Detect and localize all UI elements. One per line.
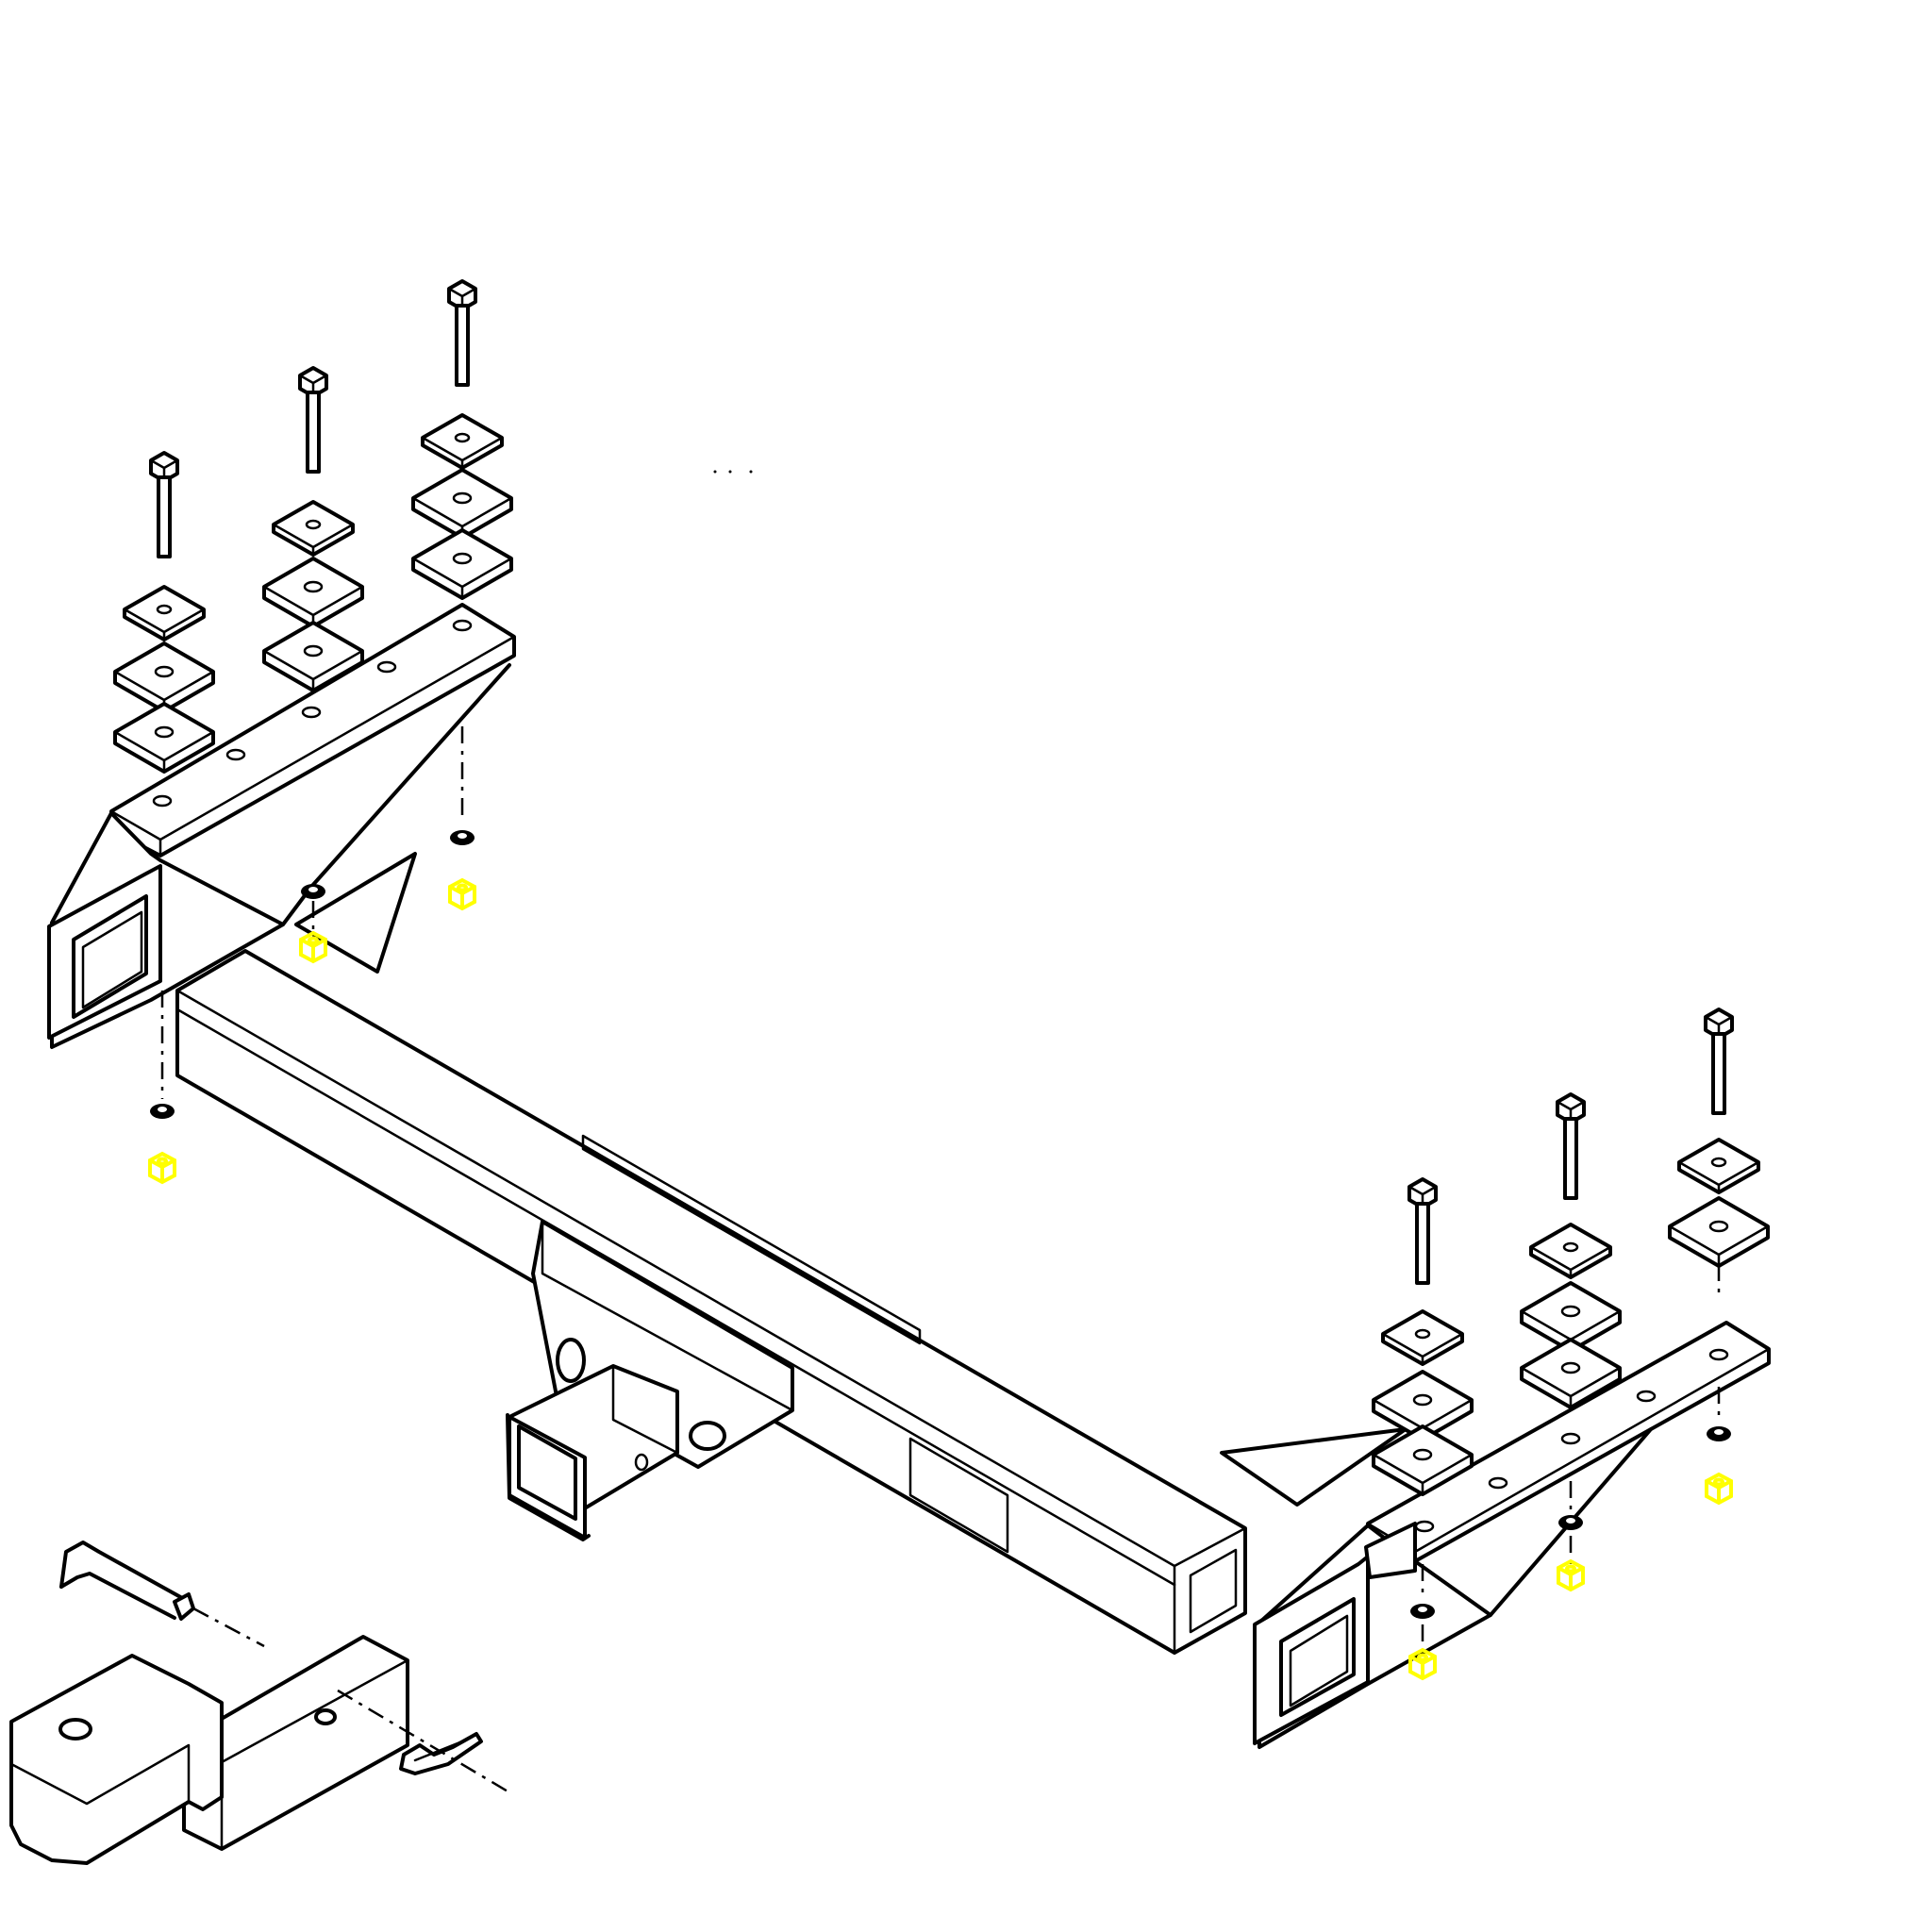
side-bracket-right (1220, 1321, 1771, 1749)
square-washer-icon (1529, 1223, 1612, 1279)
cross-tube (175, 949, 1247, 1655)
lock-washer-icon (450, 830, 475, 845)
fastener-axis-right (1410, 1264, 1731, 1678)
lock-washer-icon (1707, 1426, 1731, 1441)
spacer-plate-icon (1668, 1196, 1770, 1268)
hex-nut-icon (450, 880, 475, 908)
bolt-stack-left-2 (262, 366, 364, 692)
spacer-plate-icon (113, 641, 215, 713)
square-washer-icon (421, 413, 504, 470)
bolt-stack-right-2 (1520, 1092, 1622, 1409)
hex-nut-icon (150, 1154, 175, 1182)
hex-nut-icon (1410, 1650, 1435, 1678)
bolt-icon (447, 279, 477, 387)
bolt-icon (149, 451, 179, 558)
bolt-stack-right-1 (1372, 1177, 1474, 1496)
square-washer-icon (1677, 1138, 1760, 1194)
spacer-plate-icon (262, 557, 364, 628)
side-bracket-left (47, 603, 516, 1049)
square-washer-icon (272, 500, 355, 557)
bolt-stack-left-3 (411, 279, 513, 600)
pin-clip (337, 1689, 510, 1794)
hitch-assembly (9, 279, 1771, 1865)
spacer-plate-icon (411, 468, 513, 540)
bolt-icon (1704, 1008, 1734, 1115)
receiver (506, 1220, 794, 1541)
bolt-stack-right-3 (1668, 1008, 1770, 1268)
fastener-axis-left (150, 726, 475, 1182)
hitch-pin (59, 1541, 265, 1648)
bolt-stack-left-1 (113, 451, 215, 774)
lock-washer-icon (150, 1104, 175, 1119)
bolt-icon (1556, 1092, 1586, 1200)
hex-nut-icon (1558, 1561, 1583, 1590)
lock-washer-icon (1410, 1604, 1435, 1619)
bolt-icon (298, 366, 328, 474)
lock-washer-icon (301, 884, 325, 899)
bolt-icon (1407, 1177, 1438, 1285)
spacer-plate-icon (411, 528, 513, 600)
square-washer-icon (1381, 1309, 1464, 1366)
lock-washer-icon (1558, 1515, 1583, 1530)
square-washer-icon (123, 585, 206, 641)
ball-mount (9, 1635, 409, 1865)
hex-nut-icon (301, 933, 325, 961)
hex-nut-icon (1707, 1474, 1731, 1503)
artifact-specks (713, 470, 753, 474)
